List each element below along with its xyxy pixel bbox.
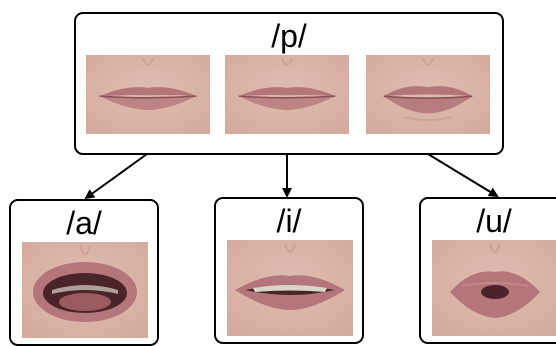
child-label-a: /a/ [66,205,102,241]
arrow-to-u [427,153,499,198]
closed-lips-photo [225,55,349,134]
root-node-p: /p/ [74,12,504,155]
child-node-u: /u/ [419,197,556,344]
child-label-i: /i/ [276,203,302,239]
spread-lips-photo [227,240,353,336]
arrow-to-a [84,153,148,200]
child-node-i: /i/ [214,197,364,344]
child-node-a: /a/ [9,199,159,346]
pressed-lips-photo [366,55,490,134]
open-mouth-photo [22,242,148,338]
closed-lips-photo [86,55,210,134]
rounded-lips-photo [432,240,556,336]
root-label: /p/ [271,18,307,54]
child-label-u: /u/ [476,203,512,239]
